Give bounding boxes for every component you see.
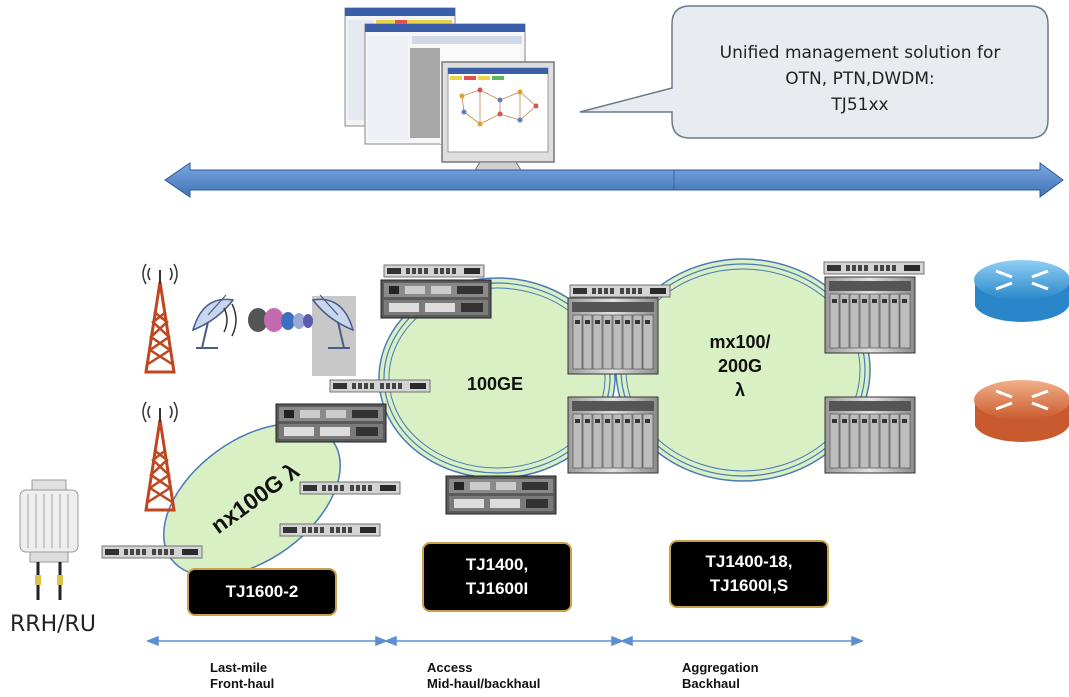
product-box-fronthaul: TJ1600-2 [187,568,337,616]
network-element-icon [275,403,387,443]
callout-bubble [579,5,1049,139]
cell-tower-icon [141,400,179,512]
segment-label-lastmile: Last-mile Front-haul [210,660,274,692]
segment-arrows [145,635,865,647]
network-element-icon [567,297,659,375]
network-element-icon [823,261,925,275]
network-element-icon [380,279,492,319]
callout-line: TJ51xx [831,95,889,115]
product-box-line: TJ1400-18, [705,552,793,571]
callout-line: OTN, PTN,DWDM: [785,69,935,89]
aggregation-ring-label: mx100/ 200G λ [690,330,790,402]
product-box-access: TJ1400, TJ1600I [422,542,572,612]
segment-label-aggregation: Aggregation Backhaul [682,660,759,692]
callout-text: Unified management solution for OTN, PTN… [680,40,1040,118]
router-blue-icon [974,260,1069,322]
network-element-icon [445,475,557,515]
cell-tower-icon [141,262,179,374]
network-element-icon [569,284,671,298]
network-element-icon [824,276,916,354]
segment-label-line: Last-mile [210,660,268,675]
wavelength-dots [223,303,313,337]
segment-label-line: Aggregation [682,660,759,675]
access-ring-label: 100GE [466,374,524,394]
rrh-unit-icon [19,479,79,600]
network-element-icon [279,523,381,537]
network-element-icon [101,545,203,559]
segment-label-line: Access [427,660,473,675]
segment-label-access: Access Mid-haul/backhaul [427,660,540,692]
product-box-line: TJ1600I,S [709,576,789,595]
aggregation-ring-label-line: λ [734,380,745,400]
management-span-arrow [164,162,1064,198]
segment-label-line: Mid-haul/backhaul [427,676,541,691]
network-element-icon [329,379,431,393]
fronthaul-ring-label-wrap: nx100G λ [190,457,320,538]
segment-label-line: Backhaul [682,676,740,691]
product-box-aggregation: TJ1400-18, TJ1600I,S [669,540,829,608]
access-ring [378,277,616,479]
product-box-line: TJ1400, [465,555,529,574]
callout-line: Unified management solution for [719,43,1001,63]
router-orange-icon [974,380,1069,442]
aggregation-ring-label-line: 200G [717,356,763,376]
segment-label-line: Front-haul [210,676,275,691]
network-element-icon [567,396,659,474]
network-element-icon [383,264,485,278]
rrh-label: RRH/RU [10,612,96,637]
network-element-icon [824,396,916,474]
product-box-line: TJ1600I [465,579,529,598]
management-screens [344,7,555,173]
aggregation-ring-label-line: mx100/ [709,332,771,352]
